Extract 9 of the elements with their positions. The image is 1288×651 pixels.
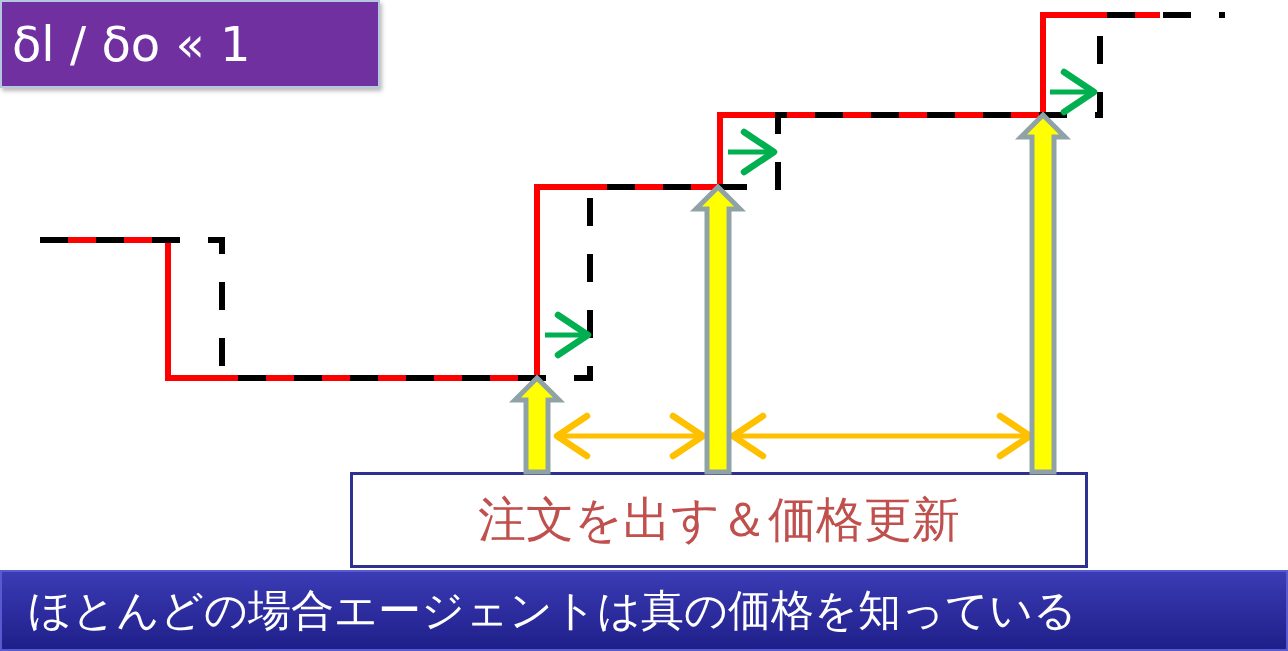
block-arrow <box>1014 111 1072 475</box>
label-text: 注文を出す＆価格更新 <box>478 490 960 549</box>
title-box <box>0 0 380 88</box>
banner <box>0 570 1288 651</box>
label-text: δl / δo « 1 <box>12 16 251 72</box>
process-box <box>350 472 1088 568</box>
block-arrow <box>689 183 747 475</box>
block-arrow <box>508 374 566 475</box>
label-text: ほとんどの場合エージェントは真の価格を知っている <box>28 583 1077 637</box>
